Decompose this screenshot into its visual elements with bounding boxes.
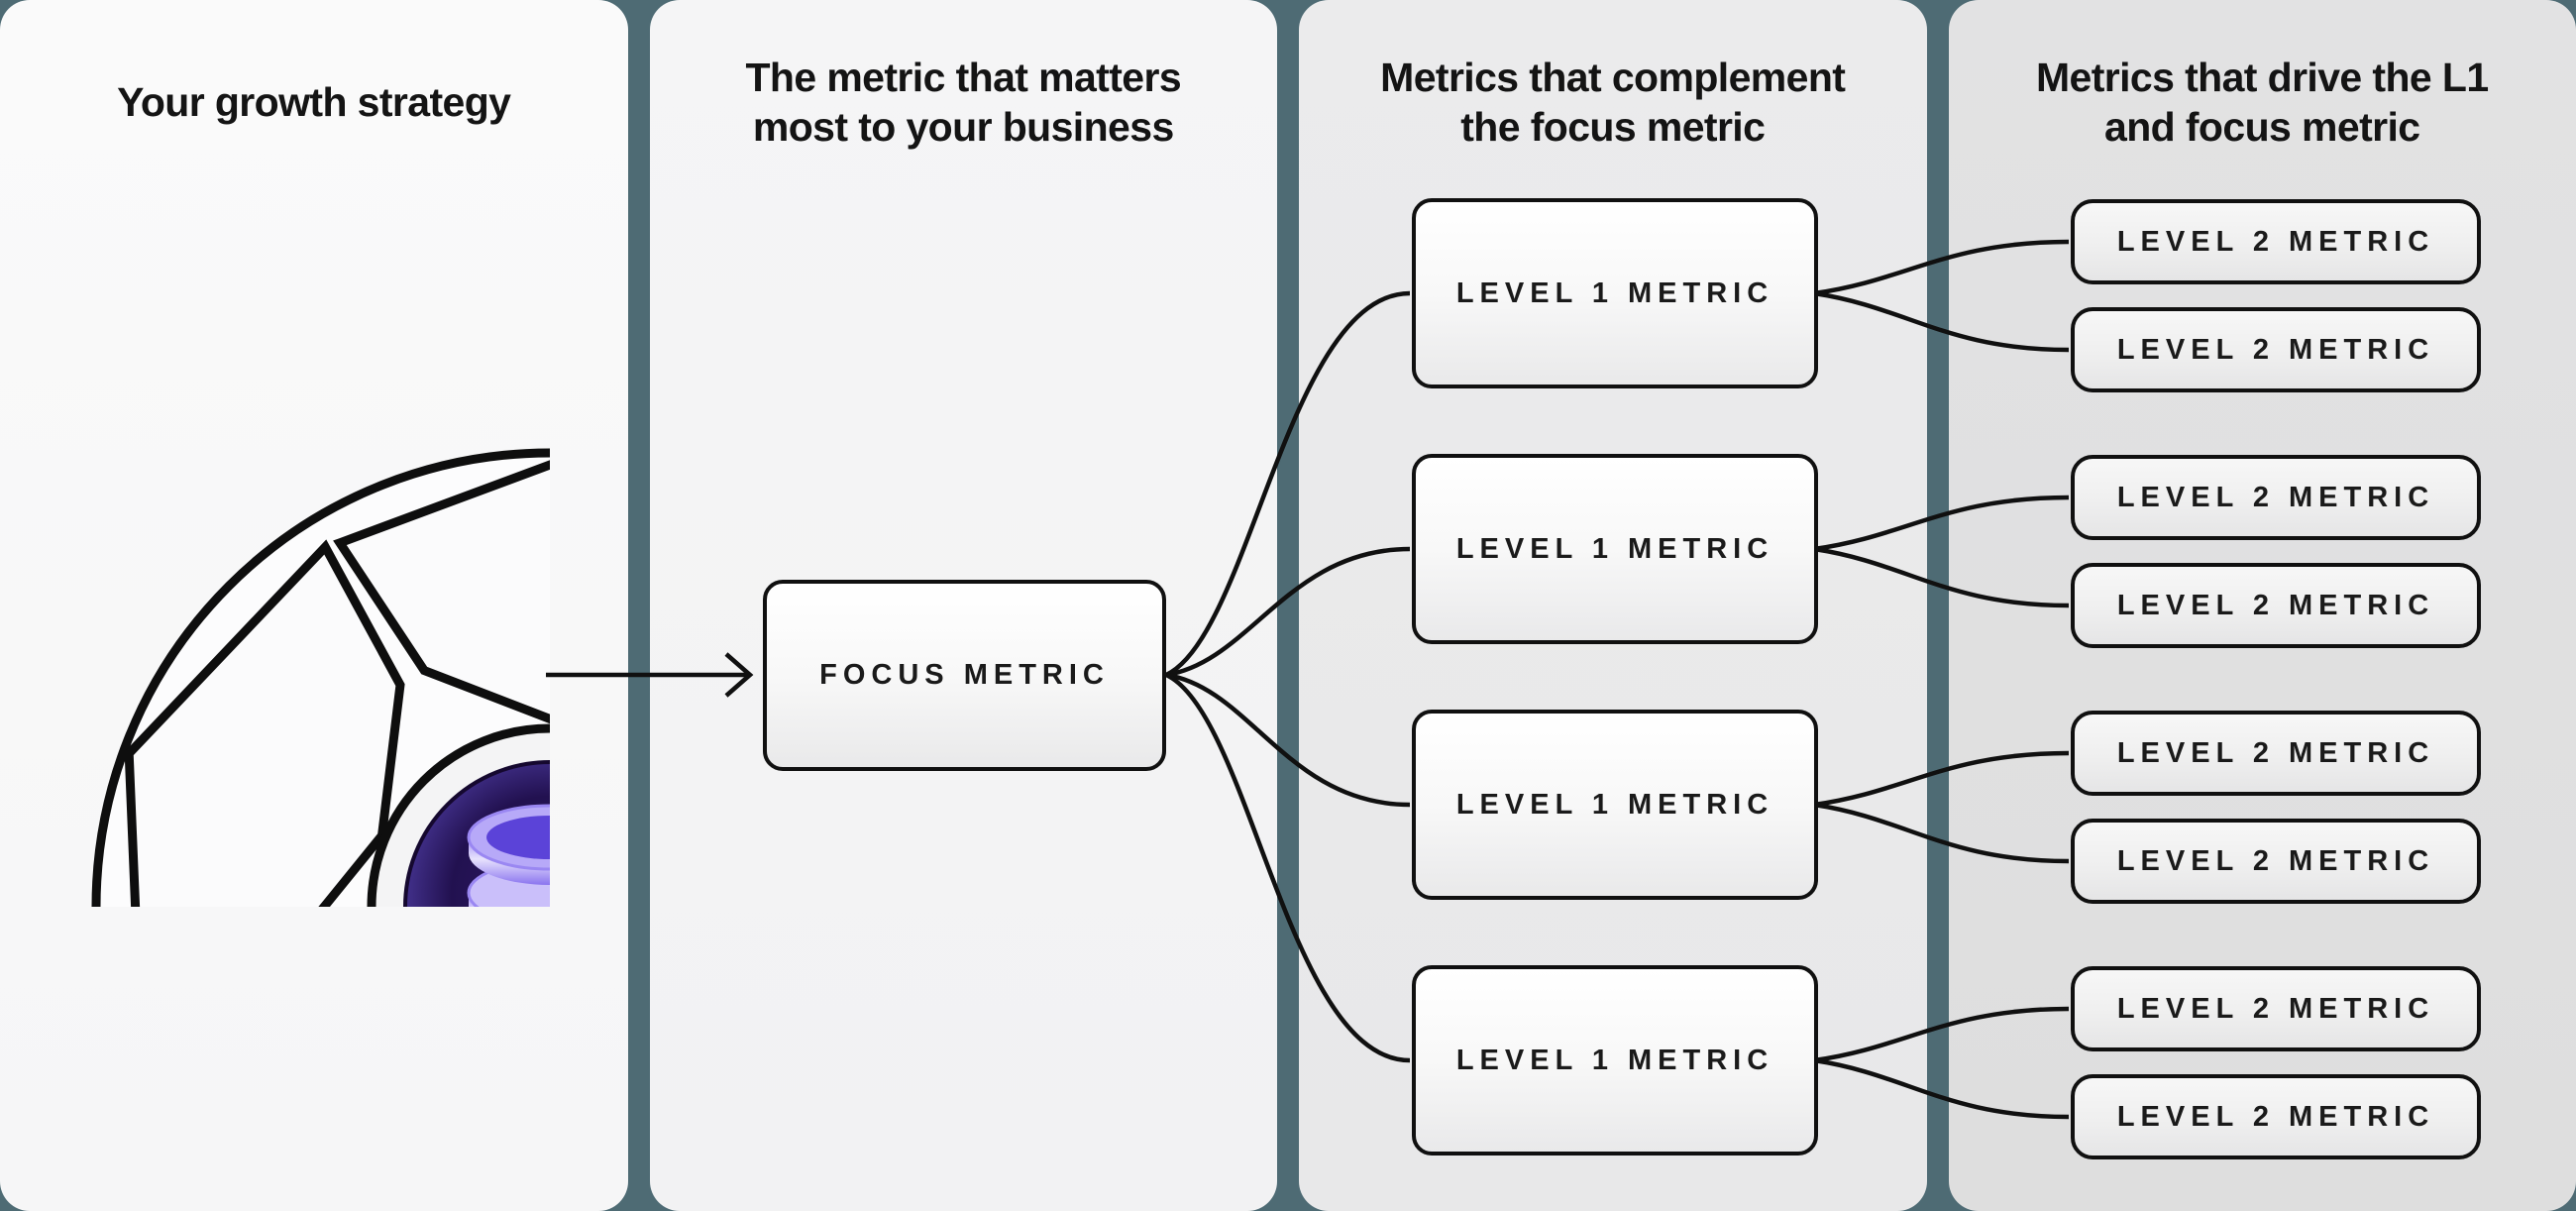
- level2-metric-node: LEVEL 2 METRIC: [2071, 819, 2481, 904]
- column-title-level2-metrics: Metrics that drive the L1 and focus metr…: [1949, 50, 2576, 155]
- level2-metric-label: LEVEL 2 METRIC: [2116, 481, 2435, 513]
- level2-metric-label: LEVEL 2 METRIC: [2116, 844, 2435, 877]
- panel-focus-metric: The metric that matters most to your bus…: [649, 0, 1278, 1211]
- connector-curve: [1813, 1006, 2070, 1063]
- level2-metric-label: LEVEL 2 METRIC: [2116, 333, 2435, 366]
- title-line: most to your business: [752, 104, 1174, 150]
- title-line: The metric that matters: [745, 55, 1182, 100]
- level2-metric-node: LEVEL 2 METRIC: [2071, 199, 2481, 284]
- flywheel-icon: [84, 448, 550, 907]
- focus-metric-label: FOCUS METRIC: [819, 659, 1110, 691]
- right-arrow-icon: [724, 652, 754, 698]
- connector-curve: [1165, 672, 1411, 808]
- connector-curve: [1813, 802, 2070, 864]
- title-line: and focus metric: [2104, 104, 2420, 150]
- title-line: Your growth strategy: [117, 79, 511, 125]
- level2-metric-label: LEVEL 2 METRIC: [2116, 1100, 2435, 1133]
- focus-to-level1-curves: [1165, 290, 1411, 1063]
- level1-metric-node: LEVEL 1 METRIC: [1412, 198, 1818, 388]
- level1-metric-label: LEVEL 1 METRIC: [1455, 788, 1774, 821]
- level1-to-level2-curves: [1813, 239, 2070, 1120]
- connector-curve: [1813, 546, 2070, 608]
- connector-curve: [1165, 546, 1411, 678]
- connector-curve: [1165, 672, 1411, 1063]
- level2-metric-label: LEVEL 2 METRIC: [2116, 589, 2435, 621]
- level1-metric-node: LEVEL 1 METRIC: [1412, 965, 1818, 1156]
- connector-curve: [1813, 495, 2070, 552]
- level1-metric-node: LEVEL 1 METRIC: [1412, 454, 1818, 644]
- database-icon: [467, 804, 550, 907]
- focus-metric-node: FOCUS METRIC: [763, 580, 1166, 771]
- level1-metric-label: LEVEL 1 METRIC: [1455, 532, 1774, 565]
- level2-metric-node: LEVEL 2 METRIC: [2071, 711, 2481, 796]
- level1-metric-node: LEVEL 1 METRIC: [1412, 710, 1818, 900]
- connector-curve: [1813, 750, 2070, 808]
- level2-metric-node: LEVEL 2 METRIC: [2071, 307, 2481, 392]
- level2-metric-label: LEVEL 2 METRIC: [2116, 225, 2435, 258]
- title-line: the focus metric: [1460, 104, 1766, 150]
- column-title-focus-metric: The metric that matters most to your bus…: [650, 50, 1278, 155]
- level2-metric-label: LEVEL 2 METRIC: [2116, 736, 2435, 769]
- level1-metric-label: LEVEL 1 METRIC: [1455, 1044, 1774, 1076]
- title-line: Metrics that drive the L1: [2035, 55, 2489, 100]
- level2-metric-node: LEVEL 2 METRIC: [2071, 1074, 2481, 1159]
- level2-metric-node: LEVEL 2 METRIC: [2071, 563, 2481, 648]
- connector-curve: [1813, 1057, 2070, 1120]
- connector-curve: [1813, 239, 2070, 296]
- level1-metric-label: LEVEL 1 METRIC: [1455, 276, 1774, 309]
- title-line: Metrics that complement: [1380, 55, 1846, 100]
- level2-metric-node: LEVEL 2 METRIC: [2071, 455, 2481, 540]
- column-title-growth-strategy: Your growth strategy: [0, 50, 628, 155]
- column-title-level1-metrics: Metrics that complement the focus metric: [1299, 50, 1927, 155]
- level2-metric-label: LEVEL 2 METRIC: [2116, 992, 2435, 1025]
- level2-metric-node: LEVEL 2 METRIC: [2071, 966, 2481, 1051]
- flywheel-to-focus-arrow: [546, 652, 754, 698]
- connector-curve: [1813, 290, 2070, 353]
- connector-curve: [1165, 290, 1411, 678]
